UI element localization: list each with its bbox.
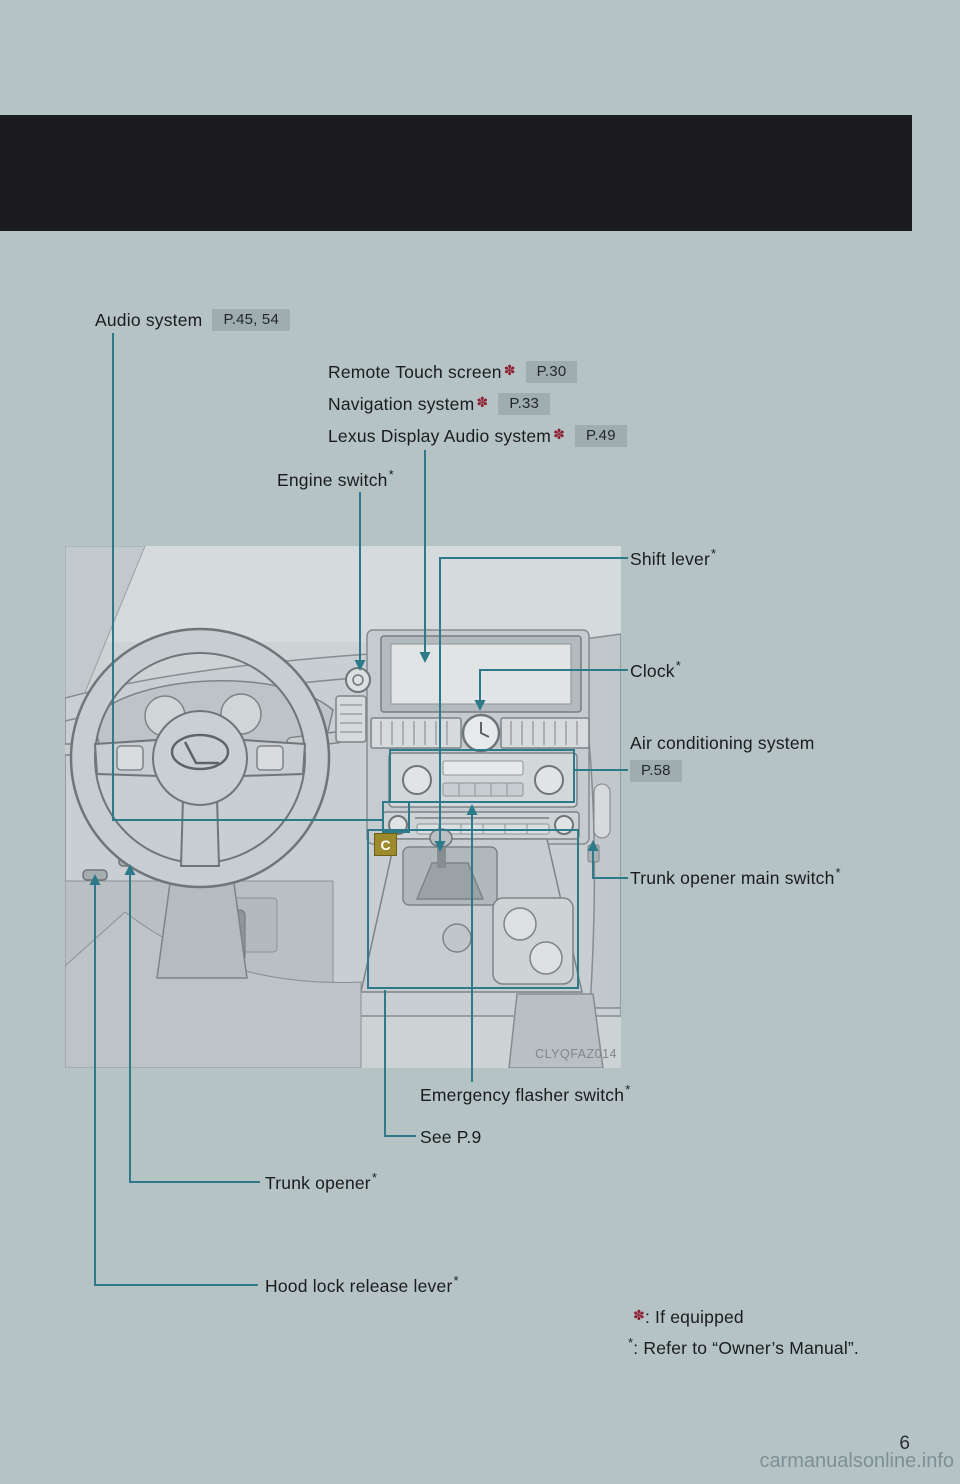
hood-lock-release-lever-text: Hood lock release lever [265,1275,453,1296]
footnote-owners-manual: * : Refer to “Owner’s Manual”. [628,1334,859,1360]
owners-manual-asterisk: * [675,657,682,673]
footnote-owners-manual-text: : Refer to “Owner’s Manual”. [633,1337,859,1358]
ac-display [442,760,524,776]
remote-touch-screen-page-ref: P.30 [525,361,578,383]
door-handle [593,783,611,839]
ac-buttons [442,782,524,797]
dashboard-illustration: CLYQFAZ014 [65,546,621,1068]
remote-touch-knob [442,923,472,953]
owners-manual-asterisk: * [388,466,394,482]
if-equipped-asterisk: ✽ [503,363,516,379]
navigation-system-text: Navigation system [328,393,475,414]
footnote-if-equipped: ✽ : If equipped [633,1305,744,1329]
watermark-text: carmanualsonline.info [759,1450,954,1472]
ac-knob-right [534,765,564,795]
shift-lever-text: Shift lever [630,548,711,569]
owners-manual-asterisk: * [628,1334,634,1350]
passenger-seat [508,993,604,1068]
page-number: 6 [899,1433,910,1454]
side-vent-left [335,695,367,743]
label-trunk-opener-main-switch: Trunk opener main switch * [630,864,841,890]
owners-manual-asterisk: * [453,1272,459,1288]
clock-text: Clock [630,660,675,681]
console-position-badge: C [374,833,397,856]
remote-touch-screen-text: Remote Touch screen [328,361,502,382]
label-emergency-flasher-switch: Emergency flasher switch * [420,1081,631,1107]
label-see-p9: See P.9 [420,1125,481,1149]
see-p9-text: See P.9 [420,1126,482,1147]
audio-system-text: Audio system [95,309,203,330]
footnote-if-equipped-text: : If equipped [644,1306,744,1327]
ac-knob-left [402,765,432,795]
chapter-header-band [0,115,912,231]
audio-panel [382,811,580,840]
if-equipped-asterisk: ✽ [476,395,489,411]
lexus-display-audio-text: Lexus Display Audio system [328,425,552,446]
owners-manual-asterisk: * [835,864,841,880]
engine-switch-graphic [345,667,371,693]
dashboard-figure-svg: CLYQFAZ014 [65,546,621,1068]
trunk-opener-main-switch-graphic [587,844,600,863]
if-equipped-asterisk: ✽ [633,1308,645,1324]
audio-knob-right [554,815,574,835]
ac-control-panel [388,752,578,808]
figure-code: CLYQFAZ014 [535,1047,617,1061]
label-air-conditioning: Air conditioning system [630,731,815,755]
label-lexus-display-audio: Lexus Display Audio system ✽ P.49 [328,424,627,448]
label-engine-switch: Engine switch * [277,466,394,492]
label-air-conditioning-ref: P.58 [630,759,682,783]
audio-system-page-ref: P.45, 54 [212,309,290,331]
label-navigation-system: Navigation system ✽ P.33 [328,392,551,416]
owners-manual-asterisk: * [371,1169,378,1185]
trunk-opener-text: Trunk opener [265,1172,371,1193]
audio-knob-left [388,815,408,835]
label-shift-lever: Shift lever * [630,545,717,571]
hood-lock-release-lever-graphic [82,869,108,881]
label-hood-lock-release-lever: Hood lock release lever * [265,1272,459,1298]
air-conditioning-text: Air conditioning system [630,732,815,753]
navigation-system-page-ref: P.33 [498,393,551,415]
cup-holder-tray [492,897,574,985]
emergency-flasher-switch-text: Emergency flasher switch [420,1084,625,1105]
lexus-display-audio-page-ref: P.49 [575,425,627,447]
wheel-buttons-left [116,745,144,771]
steering-column [156,875,248,979]
trunk-opener-main-switch-text: Trunk opener main switch [630,867,835,888]
label-clock: Clock * [630,657,682,683]
clock-graphic [461,713,501,753]
label-audio-system: Audio system P.45, 54 [95,308,290,332]
engine-switch-text: Engine switch [277,469,388,490]
owners-manual-asterisk: * [711,545,717,561]
air-conditioning-page-ref: P.58 [630,760,682,782]
steering-hub [152,710,248,806]
nav-screen [380,635,582,713]
label-trunk-opener: Trunk opener * [265,1169,378,1195]
shift-knob [429,828,453,848]
label-remote-touch-screen: Remote Touch screen ✽ P.30 [328,360,578,384]
wheel-buttons-right [256,745,284,771]
owners-manual-asterisk: * [625,1081,631,1097]
if-equipped-asterisk: ✽ [553,427,566,443]
